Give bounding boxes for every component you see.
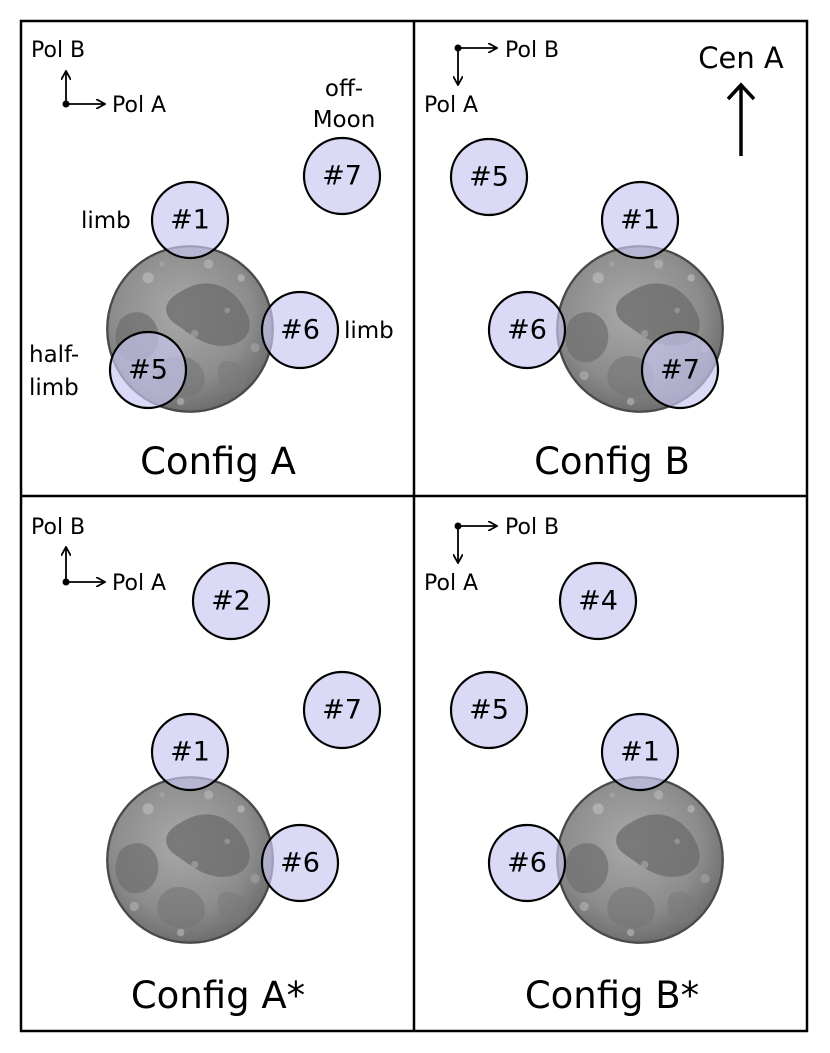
panel-config-a-star: Pol B Pol A #2 #7 #1 #6 Config A*: [31, 515, 382, 1017]
moon: [556, 776, 724, 944]
pol-a-label: Pol A: [424, 93, 478, 118]
beam-label: #6: [280, 315, 320, 346]
beam-label: #1: [620, 737, 660, 768]
limb-note-right: limb: [344, 318, 394, 344]
off-moon-note-line1: off-: [325, 76, 363, 102]
pol-a-label: Pol A: [424, 571, 478, 596]
beam-label: #5: [128, 355, 168, 386]
off-moon-note-line2: Moon: [313, 107, 376, 133]
beam-5: #5: [449, 670, 529, 750]
panel-config-b: Pol B Pol A Cen A #5 #1 #6 #7 Config B: [424, 38, 784, 483]
pol-axes: Pol B Pol A: [31, 515, 166, 596]
beam-4: #4: [558, 561, 638, 641]
pol-a-label: Pol A: [112, 93, 166, 118]
beam-label: #7: [322, 695, 362, 726]
beam-label: #7: [322, 161, 362, 192]
beam-7: #7: [302, 136, 382, 216]
panel-title: Config A: [140, 440, 296, 483]
pol-axes: Pol B Pol A: [31, 38, 166, 118]
beam-label: #5: [469, 695, 509, 726]
cen-a-label: Cen A: [698, 41, 784, 75]
beam-1: #1: [600, 180, 680, 260]
pol-b-label: Pol B: [505, 38, 559, 63]
panel-config-a: Pol B Pol A #1 #7 #6 #5 limb limb off- M…: [29, 38, 394, 483]
beam-1: #1: [600, 712, 680, 792]
moon: [106, 776, 274, 944]
panel-title: Config A*: [131, 974, 305, 1017]
beam-7: #7: [302, 670, 382, 750]
beam-label: #2: [211, 586, 251, 617]
beam-1: #1: [150, 712, 230, 792]
panel-config-b-star: Pol B Pol A #4 #5 #1 #6 Config B*: [424, 515, 724, 1017]
beam-5: #5: [108, 330, 188, 410]
beam-6: #6: [487, 823, 567, 903]
beam-5: #5: [449, 137, 529, 217]
beam-label: #1: [170, 205, 210, 236]
pol-b-label: Pol B: [505, 515, 559, 540]
panel-title: Config B*: [525, 974, 699, 1017]
cen-a-arrow: Cen A: [698, 41, 784, 156]
beam-label: #6: [507, 848, 547, 879]
beam-label: #5: [469, 162, 509, 193]
pol-a-label: Pol A: [112, 571, 166, 596]
half-limb-note-line1: half-: [29, 342, 79, 368]
beam-label: #1: [620, 205, 660, 236]
beam-1: #1: [150, 180, 230, 260]
beam-6: #6: [487, 290, 567, 370]
beam-6: #6: [260, 823, 340, 903]
panel-title: Config B: [534, 440, 690, 483]
pol-b-label: Pol B: [31, 515, 85, 540]
limb-note-left: limb: [81, 208, 131, 234]
beam-7: #7: [640, 330, 720, 410]
pol-b-label: Pol B: [31, 38, 85, 63]
beam-label: #4: [578, 586, 618, 617]
beam-label: #6: [507, 315, 547, 346]
pol-axes: Pol B Pol A: [424, 38, 559, 118]
pol-axes: Pol B Pol A: [424, 515, 559, 596]
beam-label: #6: [280, 848, 320, 879]
beam-6: #6: [260, 290, 340, 370]
beam-2: #2: [191, 561, 271, 641]
half-limb-note-line2: limb: [29, 375, 79, 401]
beam-label: #1: [170, 737, 210, 768]
beam-label: #7: [660, 355, 700, 386]
